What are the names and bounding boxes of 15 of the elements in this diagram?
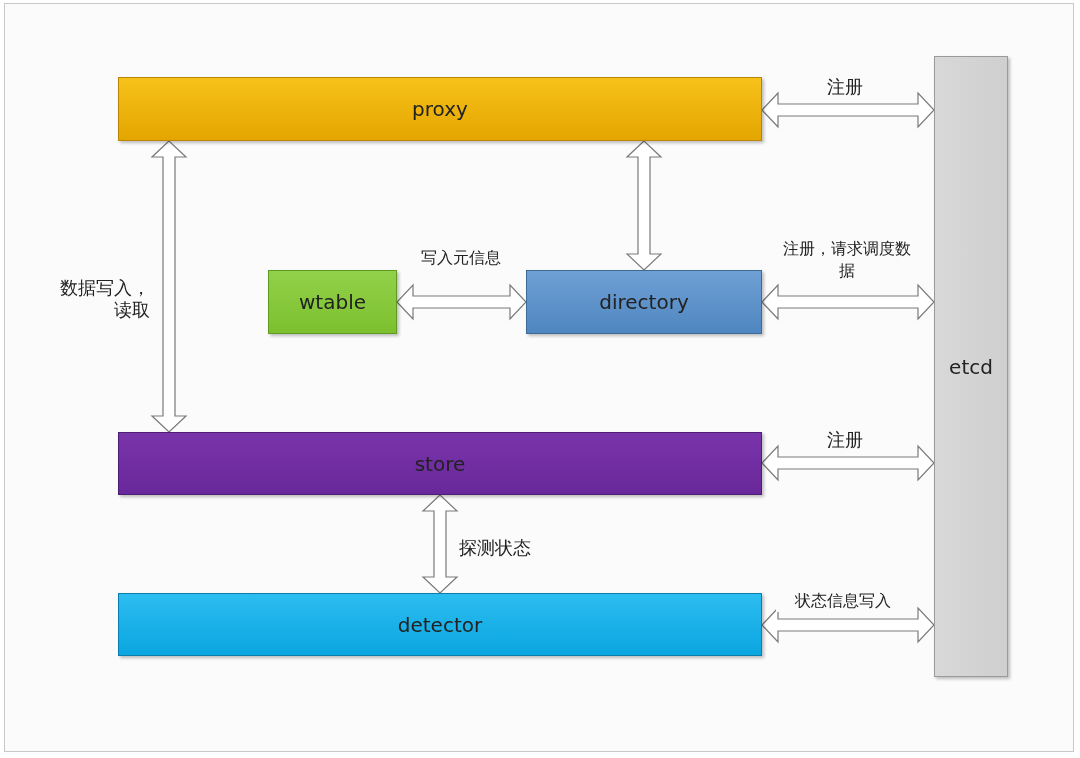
double-arrow <box>421 494 459 594</box>
double-arrow <box>761 91 935 129</box>
edge-label: 注册，请求调度数据 <box>780 238 914 282</box>
process-box: wtable <box>268 270 397 334</box>
registry-bar: etcd <box>934 56 1008 677</box>
process-box: proxy <box>118 77 762 141</box>
double-arrow <box>625 140 663 271</box>
process-box: detector <box>118 593 762 656</box>
double-arrow <box>150 140 188 433</box>
double-arrow <box>761 606 935 644</box>
double-arrow <box>761 444 935 482</box>
process-box: directory <box>526 270 762 334</box>
double-arrow <box>761 283 935 321</box>
double-arrow <box>396 283 527 321</box>
process-box: store <box>118 432 762 495</box>
